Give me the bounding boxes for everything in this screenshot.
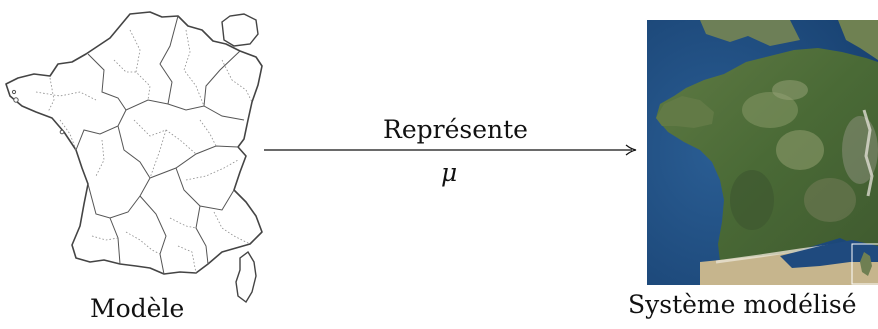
represents-arrow bbox=[264, 144, 637, 156]
region-borders bbox=[75, 15, 245, 275]
small-inset-shape bbox=[221, 13, 259, 47]
arrow-symbol: μ bbox=[441, 158, 458, 187]
brittany-islands bbox=[11, 89, 65, 135]
arrow-label: Représente bbox=[383, 115, 528, 144]
system-satellite-map bbox=[647, 20, 878, 285]
model-label: Modèle bbox=[90, 294, 185, 323]
france-outline-icon bbox=[5, 11, 263, 275]
corsica-outline bbox=[235, 250, 257, 304]
system-label: Système modélisé bbox=[628, 290, 857, 319]
department-borders bbox=[35, 29, 253, 274]
